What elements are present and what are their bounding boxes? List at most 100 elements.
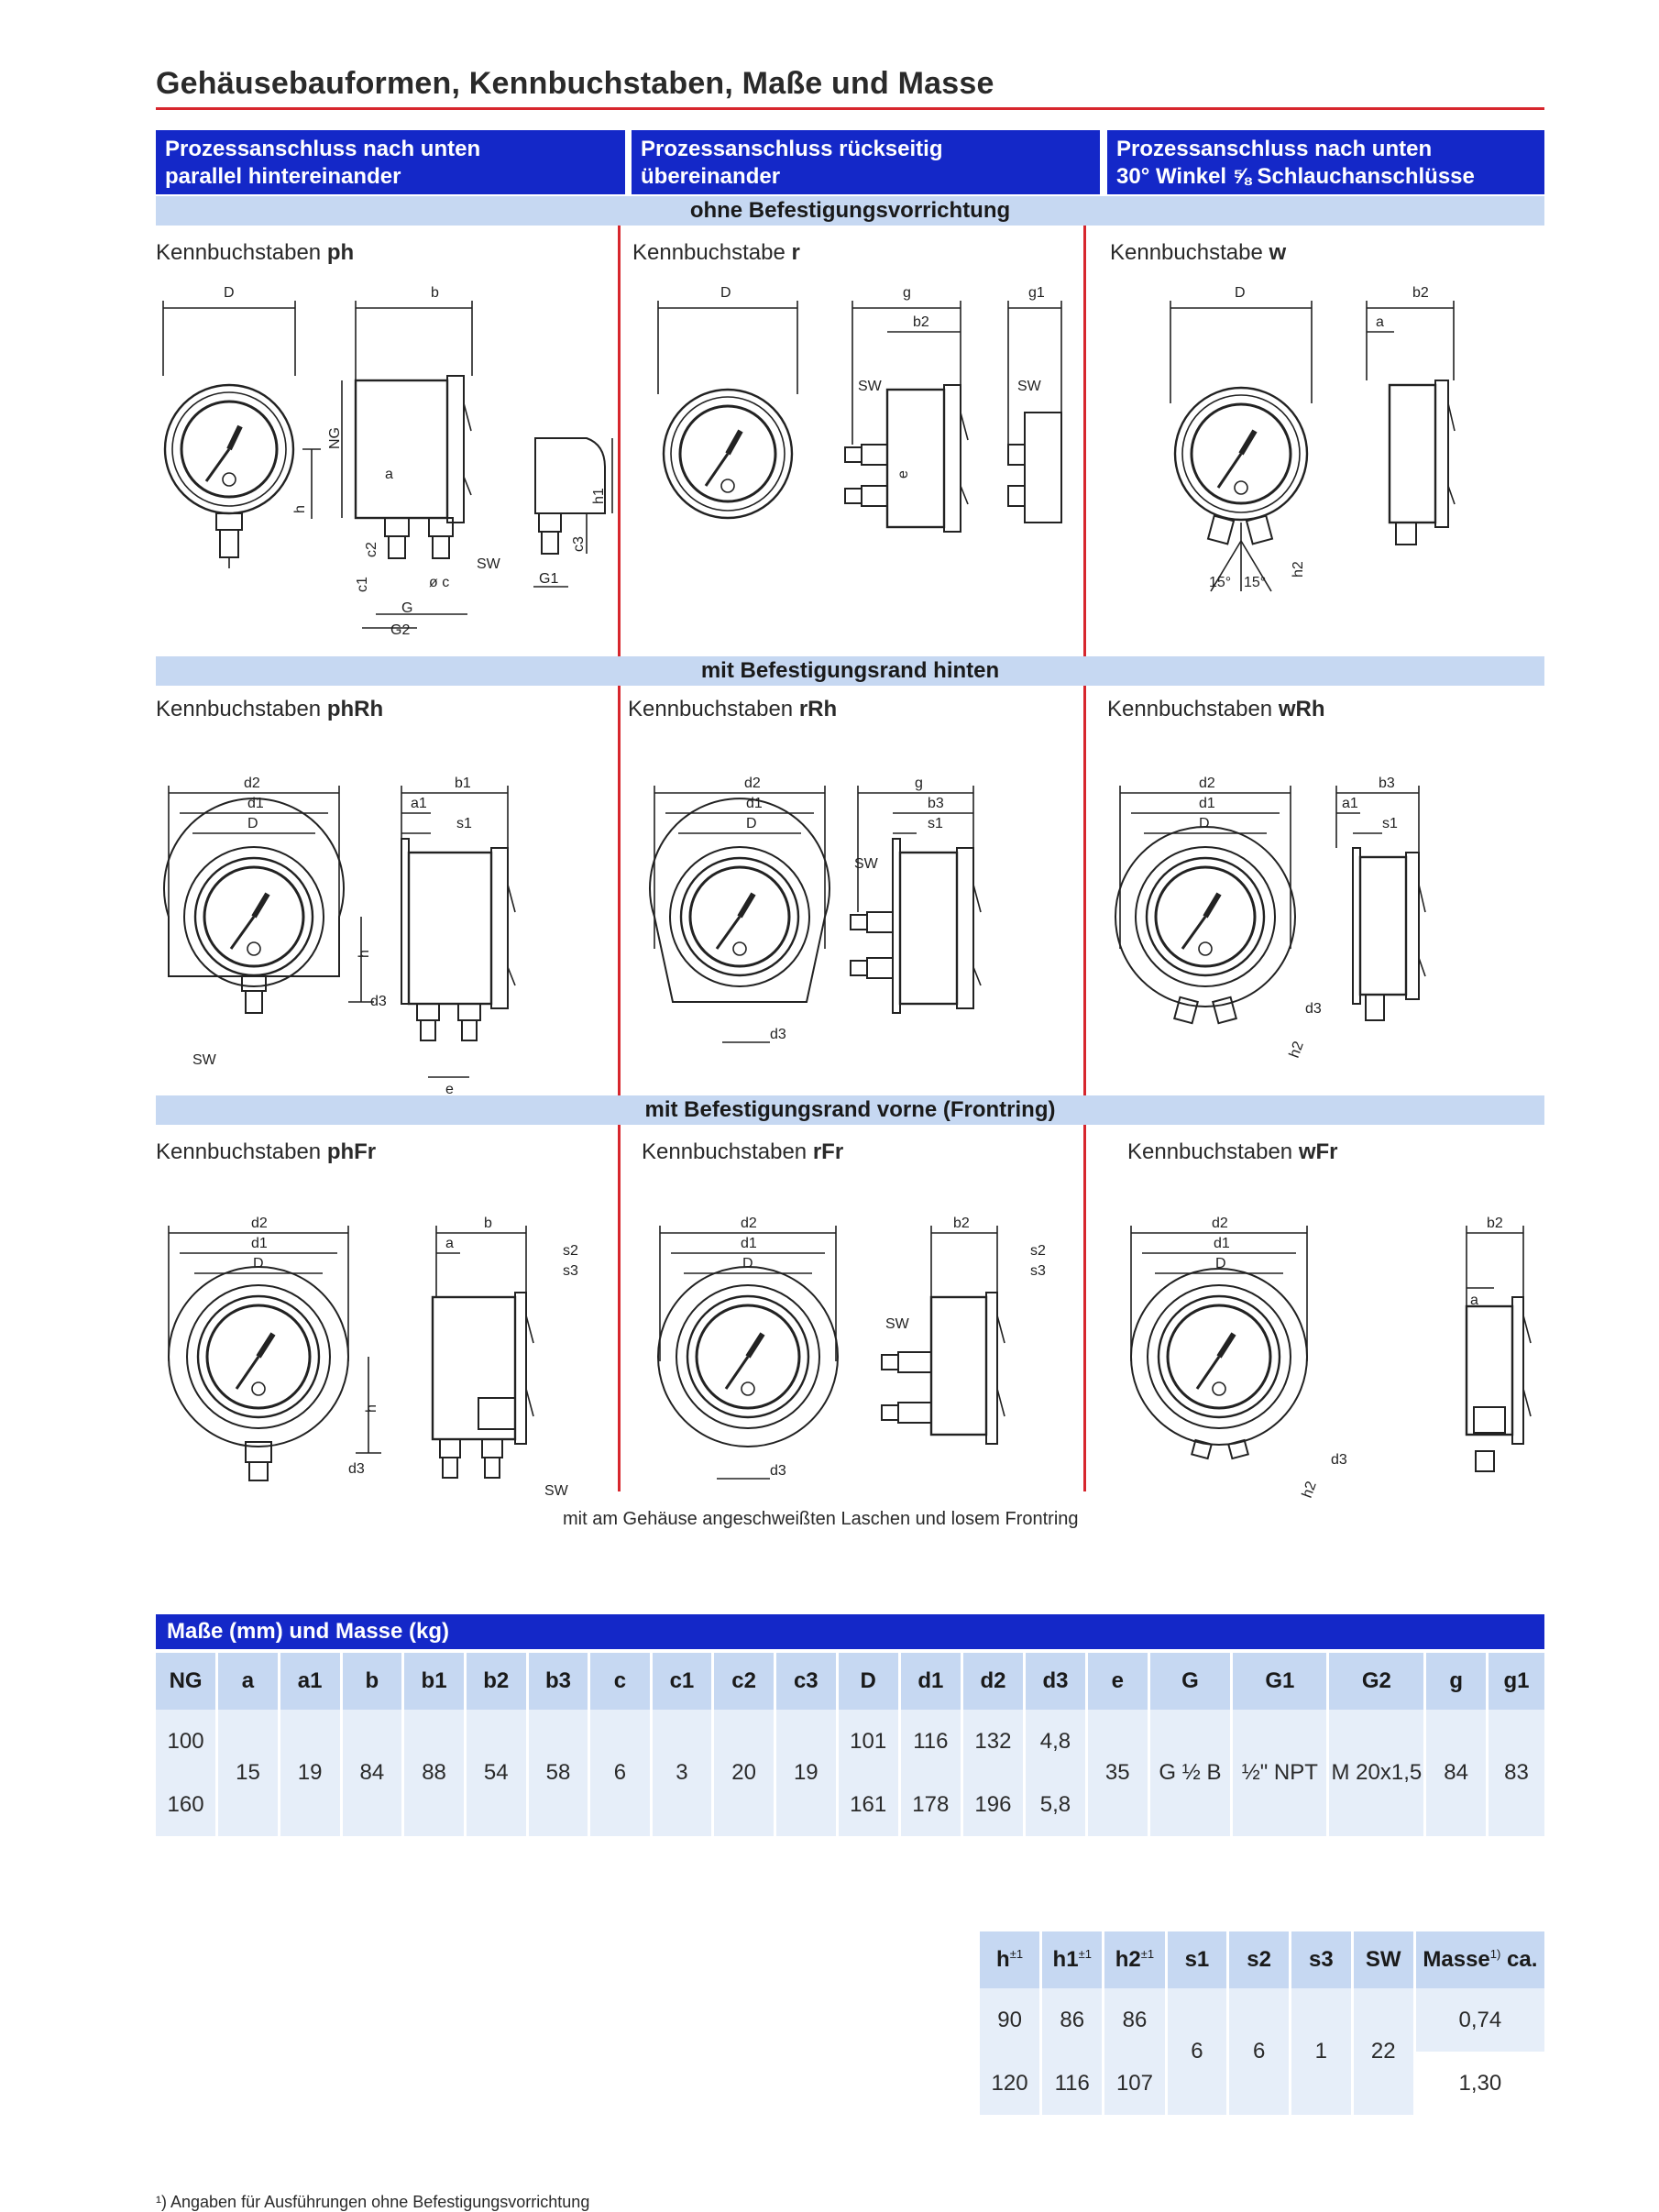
drawing-phFr: d2 d1 D h d3 a b s2 s3 SW	[168, 1216, 578, 1499]
col-header-h2: h2±1	[1104, 1931, 1165, 1988]
svg-text:h: h	[292, 505, 308, 513]
drawing-wRh: d2 d1 D b3 a1 s1 d3 h2	[1115, 776, 1426, 1061]
cell-G: G ½ B	[1149, 1710, 1231, 1836]
cell-s1: 6	[1167, 1988, 1227, 2115]
drawing-w: D b2 a 15° 15° h2	[1170, 285, 1456, 592]
svg-text:SW: SW	[885, 1316, 910, 1332]
svg-text:s3: s3	[1030, 1263, 1046, 1279]
svg-text:g: g	[915, 776, 923, 791]
cell-d1: 178	[900, 1773, 961, 1836]
svg-text:g: g	[903, 285, 911, 301]
column-header-1-line2: parallel hintereinander	[165, 164, 401, 189]
column-header-2-line2: übereinander	[641, 164, 781, 189]
table-header-row: h±1 h1±1 h2±1 s1 s2 s3 SW Masse1) ca.	[980, 1931, 1544, 1988]
svg-text:h2: h2	[1287, 1040, 1307, 1061]
svg-text:D: D	[720, 285, 731, 301]
svg-text:15°: 15°	[1209, 575, 1231, 590]
svg-text:e: e	[895, 470, 911, 479]
cell-ng: 100	[156, 1710, 216, 1773]
cell-c3: 19	[775, 1710, 836, 1836]
cell-d3: 4,8	[1026, 1710, 1085, 1773]
svg-text:SW: SW	[544, 1483, 569, 1499]
svg-text:D: D	[1199, 816, 1210, 831]
col-header: G2	[1329, 1653, 1424, 1710]
column-header-1-line1: Prozessanschluss nach unten	[165, 137, 481, 161]
table-title: Maße (mm) und Masse (kg)	[156, 1614, 1544, 1649]
band-befestigungsrand-vorne: mit Befestigungsrand vorne (Frontring)	[156, 1095, 1544, 1125]
table-row: 90 86 86 6 6 1 22 0,74	[980, 1988, 1544, 2115]
svg-text:h: h	[364, 1404, 379, 1413]
cell-G1: ½" NPT	[1233, 1710, 1327, 1836]
cell-b2: 54	[466, 1710, 526, 1836]
col-header: a1	[280, 1653, 340, 1710]
cell-c: 6	[590, 1710, 650, 1836]
svg-text:G1: G1	[539, 571, 558, 587]
cell-b1: 88	[404, 1710, 464, 1836]
title-rule	[156, 107, 1544, 110]
col-header: g	[1426, 1653, 1486, 1710]
svg-text:s1: s1	[928, 816, 943, 831]
svg-text:a1: a1	[411, 796, 427, 811]
col-header: D	[838, 1653, 898, 1710]
col-header: c1	[652, 1653, 712, 1710]
table-row: 120 116 107 1,30	[980, 2052, 1544, 2115]
svg-text:d2: d2	[251, 1216, 268, 1231]
cell-h2: 107	[1104, 2052, 1165, 2115]
svg-text:s3: s3	[563, 1263, 578, 1279]
column-header-2-line1: Prozessanschluss rückseitig	[641, 137, 943, 161]
svg-text:b3: b3	[1379, 776, 1395, 791]
svg-text:b3: b3	[928, 796, 944, 811]
height-mass-table: h±1 h1±1 h2±1 s1 s2 s3 SW Masse1) ca. 90…	[977, 1931, 1547, 2115]
table-row: 160 161 178 196 5,8	[156, 1773, 1544, 1836]
svg-text:D: D	[746, 816, 757, 831]
svg-text:c1: c1	[355, 577, 370, 592]
cell-g1: 83	[1489, 1710, 1544, 1836]
svg-text:d3: d3	[370, 994, 387, 1009]
svg-text:d1: d1	[1214, 1236, 1230, 1251]
svg-text:d1: d1	[1199, 796, 1215, 811]
svg-text:c2: c2	[364, 542, 379, 557]
cell-masse: 1,30	[1415, 2052, 1544, 2115]
col-header: G1	[1233, 1653, 1327, 1710]
cell-h: 120	[980, 2052, 1040, 2115]
drawing-phRh: d2 d1 D d3 h SW b1 a1 s1 e	[163, 776, 516, 1095]
col-header: c2	[714, 1653, 774, 1710]
col-header: b1	[404, 1653, 464, 1710]
col-header: b3	[528, 1653, 588, 1710]
svg-text:e: e	[445, 1082, 454, 1095]
drawing-ph: D b NG h a c2 c1 ø c G G2 SW h1 c3 G1	[162, 285, 613, 638]
svg-text:c3: c3	[571, 536, 587, 552]
col-header-SW: SW	[1353, 1931, 1413, 1988]
separator	[1083, 1125, 1086, 1491]
cell-a1: 19	[280, 1710, 340, 1836]
dimensions-table: NG a a1 b b1 b2 b3 c c1 c2 c3 D d1 d2 d3…	[153, 1653, 1547, 1836]
cell-SW: 22	[1353, 1988, 1413, 2115]
drawing-rFr: d2 d1 D d3 b2 s2 s3 SW	[657, 1216, 1046, 1480]
kenn-rFr: Kennbuchstaben rFr	[642, 1139, 844, 1164]
svg-text:d2: d2	[244, 776, 260, 791]
svg-text:d3: d3	[770, 1463, 786, 1479]
cell-d2: 132	[962, 1710, 1024, 1773]
cell-b3: 58	[528, 1710, 588, 1836]
kenn-phFr: Kennbuchstaben phFr	[156, 1139, 377, 1164]
column-header-3-line1: Prozessanschluss nach unten	[1116, 137, 1433, 161]
svg-text:b: b	[431, 285, 439, 301]
cell-c1: 3	[652, 1710, 712, 1836]
col-header: d3	[1026, 1653, 1085, 1710]
kenn-wFr: Kennbuchstaben wFr	[1127, 1139, 1338, 1164]
svg-text:D: D	[742, 1256, 753, 1271]
svg-text:a: a	[385, 467, 393, 482]
cell-d1: 116	[900, 1710, 961, 1773]
cell-s3: 1	[1291, 1988, 1351, 2115]
cell-masse: 0,74	[1415, 1988, 1544, 2052]
cell-h1: 86	[1042, 1988, 1103, 2052]
drawing-wFr: d2 d1 D d3 h2 b2 a s2 s3	[1130, 1216, 1532, 1500]
separator	[618, 686, 621, 1095]
svg-text:s1: s1	[1382, 816, 1398, 831]
cell-h1: 116	[1042, 2052, 1103, 2115]
kenn-r: Kennbuchstabe r	[632, 240, 800, 265]
cell-d3: 5,8	[1026, 1773, 1085, 1836]
svg-text:15°: 15°	[1244, 575, 1266, 590]
cell-h2: 86	[1104, 1988, 1165, 2052]
svg-text:b1: b1	[455, 776, 471, 791]
